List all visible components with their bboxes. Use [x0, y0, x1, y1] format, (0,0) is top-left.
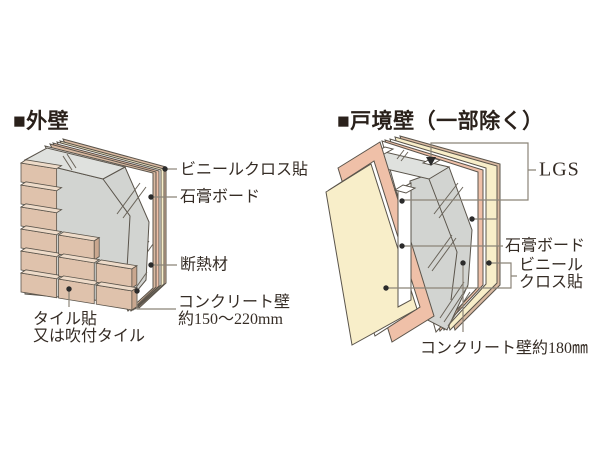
label-concrete-wall-line1: コンクリート壁 — [178, 294, 291, 311]
top-face-hatch-right — [396, 149, 409, 162]
tile-facing — [19, 159, 138, 311]
leader-vinyl-bracket — [386, 262, 517, 289]
lgs-arrowhead — [426, 157, 436, 166]
exterior-wall-diagram — [19, 138, 177, 312]
dot-concrete-right — [460, 260, 466, 266]
label-vinyl-right-line2: クロス貼 — [519, 274, 584, 291]
dot-concrete — [134, 288, 140, 294]
dot-vinyl-far — [486, 260, 492, 266]
leader-gypsum-far — [472, 218, 498, 246]
dot-tile — [66, 286, 72, 292]
leader-concrete — [136, 291, 176, 310]
label-insulation: 断熱材 — [180, 256, 229, 274]
label-tile-line1: タイル貼 — [33, 311, 98, 328]
concrete-top-hatch — [62, 153, 77, 171]
label-vinyl-cloth: ビニールクロス貼 — [180, 161, 309, 179]
party-wall-diagram — [325, 135, 536, 346]
label-tile: タイル貼 又は吹付タイル — [33, 311, 145, 345]
concrete-ridge-line — [102, 178, 131, 288]
dot-gypsum-far — [469, 216, 475, 222]
dot-insulation — [148, 262, 154, 268]
label-concrete-wall-right: コンクリート壁約180㎜ — [420, 340, 589, 357]
label-gypsum-board: 石膏ボード — [180, 188, 261, 206]
lgs-stud-cap — [393, 184, 417, 194]
label-vinyl-cloth-right: ビニール クロス貼 — [519, 257, 583, 291]
tile-column-3 — [95, 259, 138, 311]
concrete-hatch-right — [427, 182, 464, 272]
label-gypsum-board-right: 石膏ボード — [505, 237, 586, 255]
tile-column-1 — [19, 159, 63, 299]
exterior-wall-heading: ■外壁 — [13, 109, 70, 133]
dot-gypsum-near — [399, 243, 405, 249]
dot-vinyl-near — [383, 285, 389, 291]
tile-column-2 — [57, 231, 101, 305]
dot-gypsum — [148, 194, 154, 200]
dot-lgs — [399, 198, 405, 204]
leader-lgs-bracket — [403, 142, 536, 201]
label-concrete-wall: コンクリート壁 約150～220mm — [178, 294, 290, 328]
label-lgs: LGS — [539, 158, 580, 181]
vinyl-cloth-near — [325, 163, 418, 346]
concrete-top-face — [23, 147, 127, 180]
label-vinyl-right-line1: ビニール — [519, 257, 584, 274]
dot-vinyl — [162, 166, 168, 172]
label-tile-line2: 又は吹付タイル — [33, 328, 146, 345]
label-concrete-wall-line2: 約150～220mm — [178, 311, 283, 328]
concrete-ridge-right — [428, 178, 458, 301]
party-wall-heading: ■戸境壁（一部除く） — [337, 109, 544, 133]
